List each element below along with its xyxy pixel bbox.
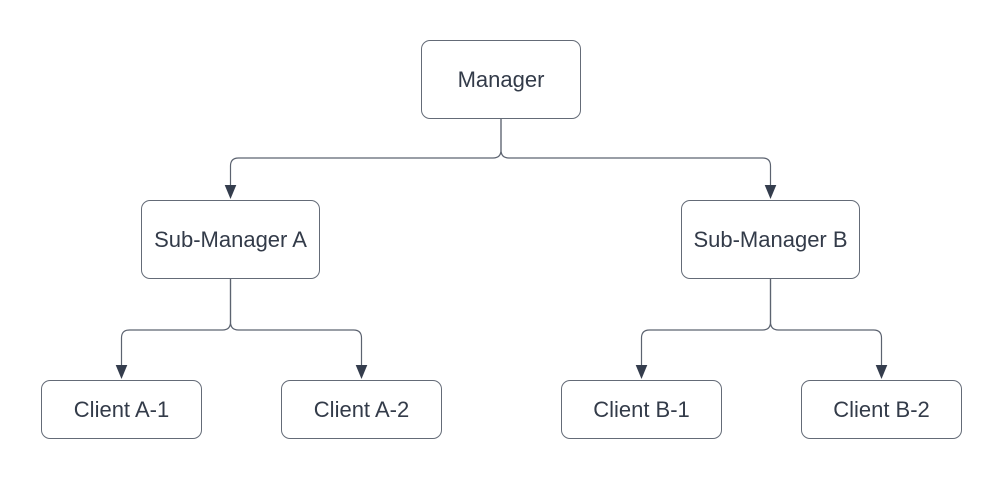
edge-sub-a-to-client-a2-arrowhead-icon <box>355 365 368 379</box>
edge-manager-to-sub-b-arrowhead-icon <box>764 185 777 199</box>
edge-sub-b-to-client-b1-arrowhead-icon <box>635 365 648 379</box>
node-client-b-2: Client B-2 <box>801 380 962 439</box>
edge-sub-a-to-client-a2-line <box>229 279 363 365</box>
node-client-a-2: Client A-2 <box>281 380 442 439</box>
node-sub-manager-b: Sub-Manager B <box>681 200 860 279</box>
edge-sub-a-to-client-a1-arrowhead-icon <box>115 365 128 379</box>
edge-sub-b-to-client-b2-line <box>769 279 883 365</box>
edge-sub-b-to-client-b1-line <box>640 279 772 365</box>
node-sub-manager-a: Sub-Manager A <box>141 200 320 279</box>
edge-manager-to-sub-a-arrowhead-icon <box>224 185 237 199</box>
edge-sub-b-to-client-b2-arrowhead-icon <box>875 365 888 379</box>
edge-sub-a-to-client-a1-line <box>120 279 232 365</box>
node-manager: Manager <box>421 40 581 119</box>
node-client-b-1: Client B-1 <box>561 380 722 439</box>
node-client-a-1: Client A-1 <box>41 380 202 439</box>
edge-manager-to-sub-b-line <box>500 119 772 185</box>
edge-manager-to-sub-a-line <box>229 119 502 185</box>
